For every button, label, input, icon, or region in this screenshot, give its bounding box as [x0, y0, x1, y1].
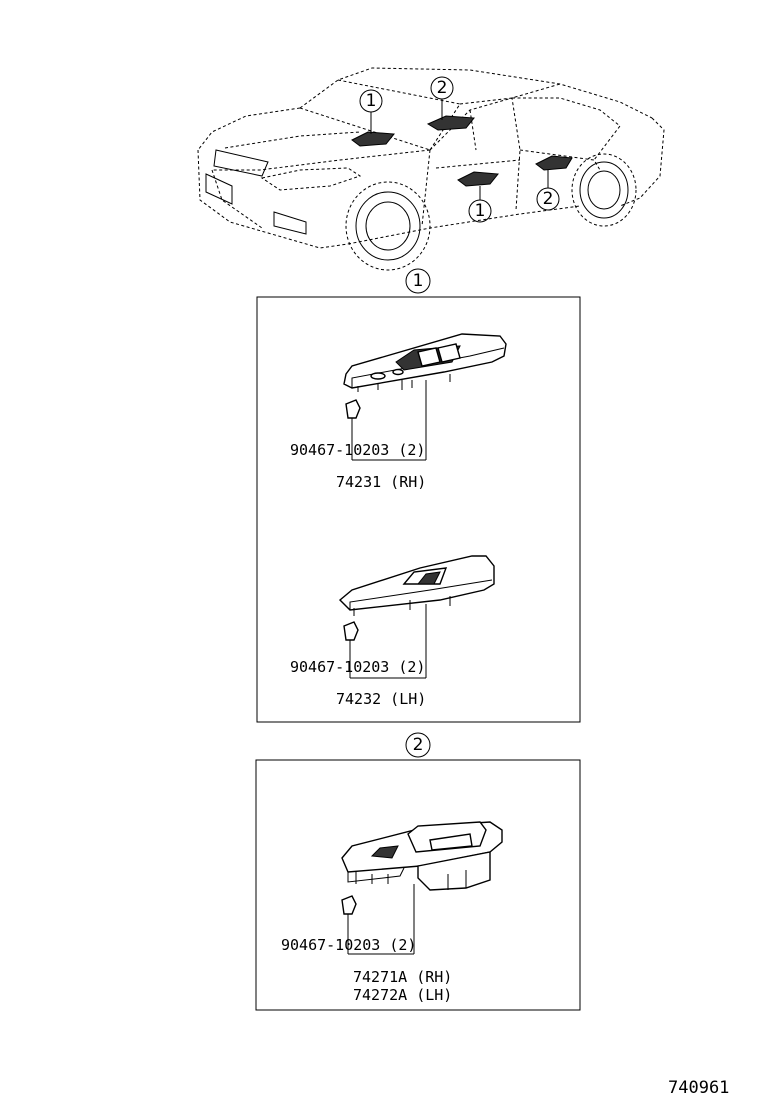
switch-panel-rh-drawing	[343, 333, 507, 461]
section-1-frame	[256, 296, 581, 723]
fastener-label-lh: 90467-10203 (2)	[290, 658, 425, 676]
section-2-callout: 2	[405, 732, 431, 758]
callout-2-door: 2	[536, 187, 560, 211]
switch-panel-lh-drawing	[338, 555, 495, 679]
callout-1-top: 1	[359, 89, 383, 113]
svg-text:1: 1	[413, 271, 424, 291]
section-2-frame	[255, 759, 581, 1011]
svg-text:2: 2	[437, 78, 448, 98]
svg-text:2: 2	[543, 189, 554, 209]
svg-text:1: 1	[475, 201, 486, 221]
callout-2-top: 2	[430, 76, 454, 100]
switch-panel-rear-drawing	[341, 821, 503, 955]
section-1-callout: 1	[405, 268, 431, 294]
callout-1-door: 1	[468, 199, 492, 223]
part-number-74232: 74232 (LH)	[336, 690, 426, 708]
part-number-74272a: 74272A (LH)	[353, 986, 452, 1004]
fastener-label-rear: 90467-10203 (2)	[281, 936, 416, 954]
svg-text:2: 2	[413, 735, 424, 755]
part-number-74231: 74231 (RH)	[336, 473, 426, 491]
car-illustration	[197, 67, 665, 271]
fastener-label-rh: 90467-10203 (2)	[290, 441, 425, 459]
part-number-74271a: 74271A (RH)	[353, 968, 452, 986]
svg-text:1: 1	[366, 91, 377, 111]
diagram-id: 740961	[668, 1078, 729, 1098]
